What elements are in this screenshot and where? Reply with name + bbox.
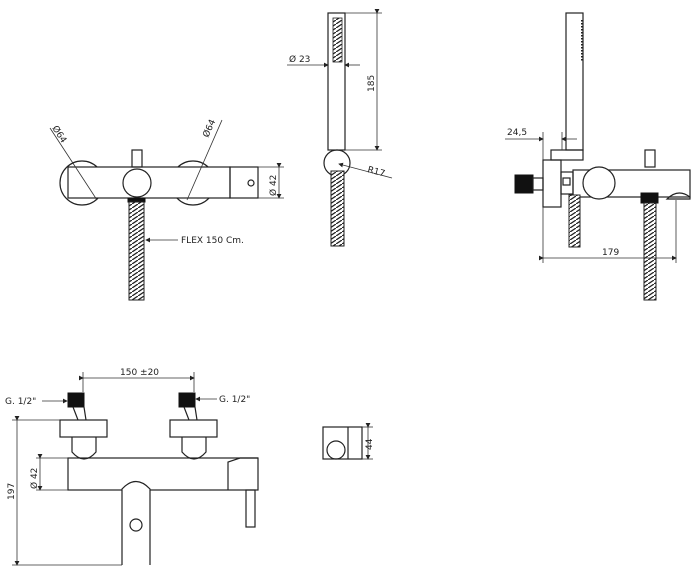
side-inlet-nut (514, 174, 534, 194)
shower-grille (332, 17, 343, 63)
wall-offset-label: 24,5 (507, 128, 527, 138)
diverter-circle (122, 168, 152, 198)
hose-label: FLEX 150 Cm. (181, 236, 244, 246)
dim-line-right-knob (186, 119, 223, 201)
body-diameter-label: Ø 42 (268, 175, 279, 196)
right-knob-diameter-label: Ø64 (201, 118, 219, 140)
bottom-spout (121, 480, 151, 565)
bottom-view: 150 ±20 197 Ø 42 G. 1/2" G. 1/2" (5, 368, 259, 566)
length-label: 185 (367, 75, 377, 92)
hose-nut (127, 197, 146, 203)
left-knob-diameter-label: Ø64 (49, 124, 68, 146)
left-connection-label: G. 1/2" (5, 397, 36, 407)
diameter-label: Ø 23 (289, 54, 310, 65)
side-view: 24,5 179 (505, 12, 691, 301)
side-body (572, 169, 691, 198)
holder-box (322, 426, 363, 460)
right-flange (169, 419, 218, 438)
center-distance-label: 150 ±20 (120, 368, 159, 378)
shower-hose (330, 170, 345, 247)
right-connection-label: G. 1/2" (219, 395, 250, 405)
left-flange (59, 419, 108, 438)
flex-hose (128, 201, 145, 301)
bottom-diameter-label: Ø 42 (29, 468, 40, 489)
side-hand-shower (565, 12, 584, 151)
left-inlet-nut (67, 392, 85, 408)
radius-label: R17 (366, 165, 386, 179)
end-cap-hole (247, 179, 255, 187)
dim-line-left-knob (49, 127, 98, 201)
depth-label: 179 (602, 248, 619, 258)
height-label: 197 (7, 483, 17, 500)
side-hose (643, 202, 657, 301)
lever-block (227, 457, 258, 490)
hand-shower-view: 185 Ø 23 R17 (287, 9, 393, 247)
bottom-body (67, 457, 259, 491)
holder-height-label: 44 (365, 438, 375, 450)
end-cap (229, 166, 259, 199)
dim-line-radius (338, 162, 393, 179)
right-inlet-nut (178, 392, 196, 408)
lever-rod (245, 489, 256, 528)
wall-flange (542, 159, 562, 208)
diverter-knob (131, 149, 143, 168)
spout (665, 192, 691, 200)
front-view: Ø64 Ø64 Ø 42 FLEX 150 Cm. (49, 118, 284, 301)
holder-detail: 44 (322, 423, 375, 460)
